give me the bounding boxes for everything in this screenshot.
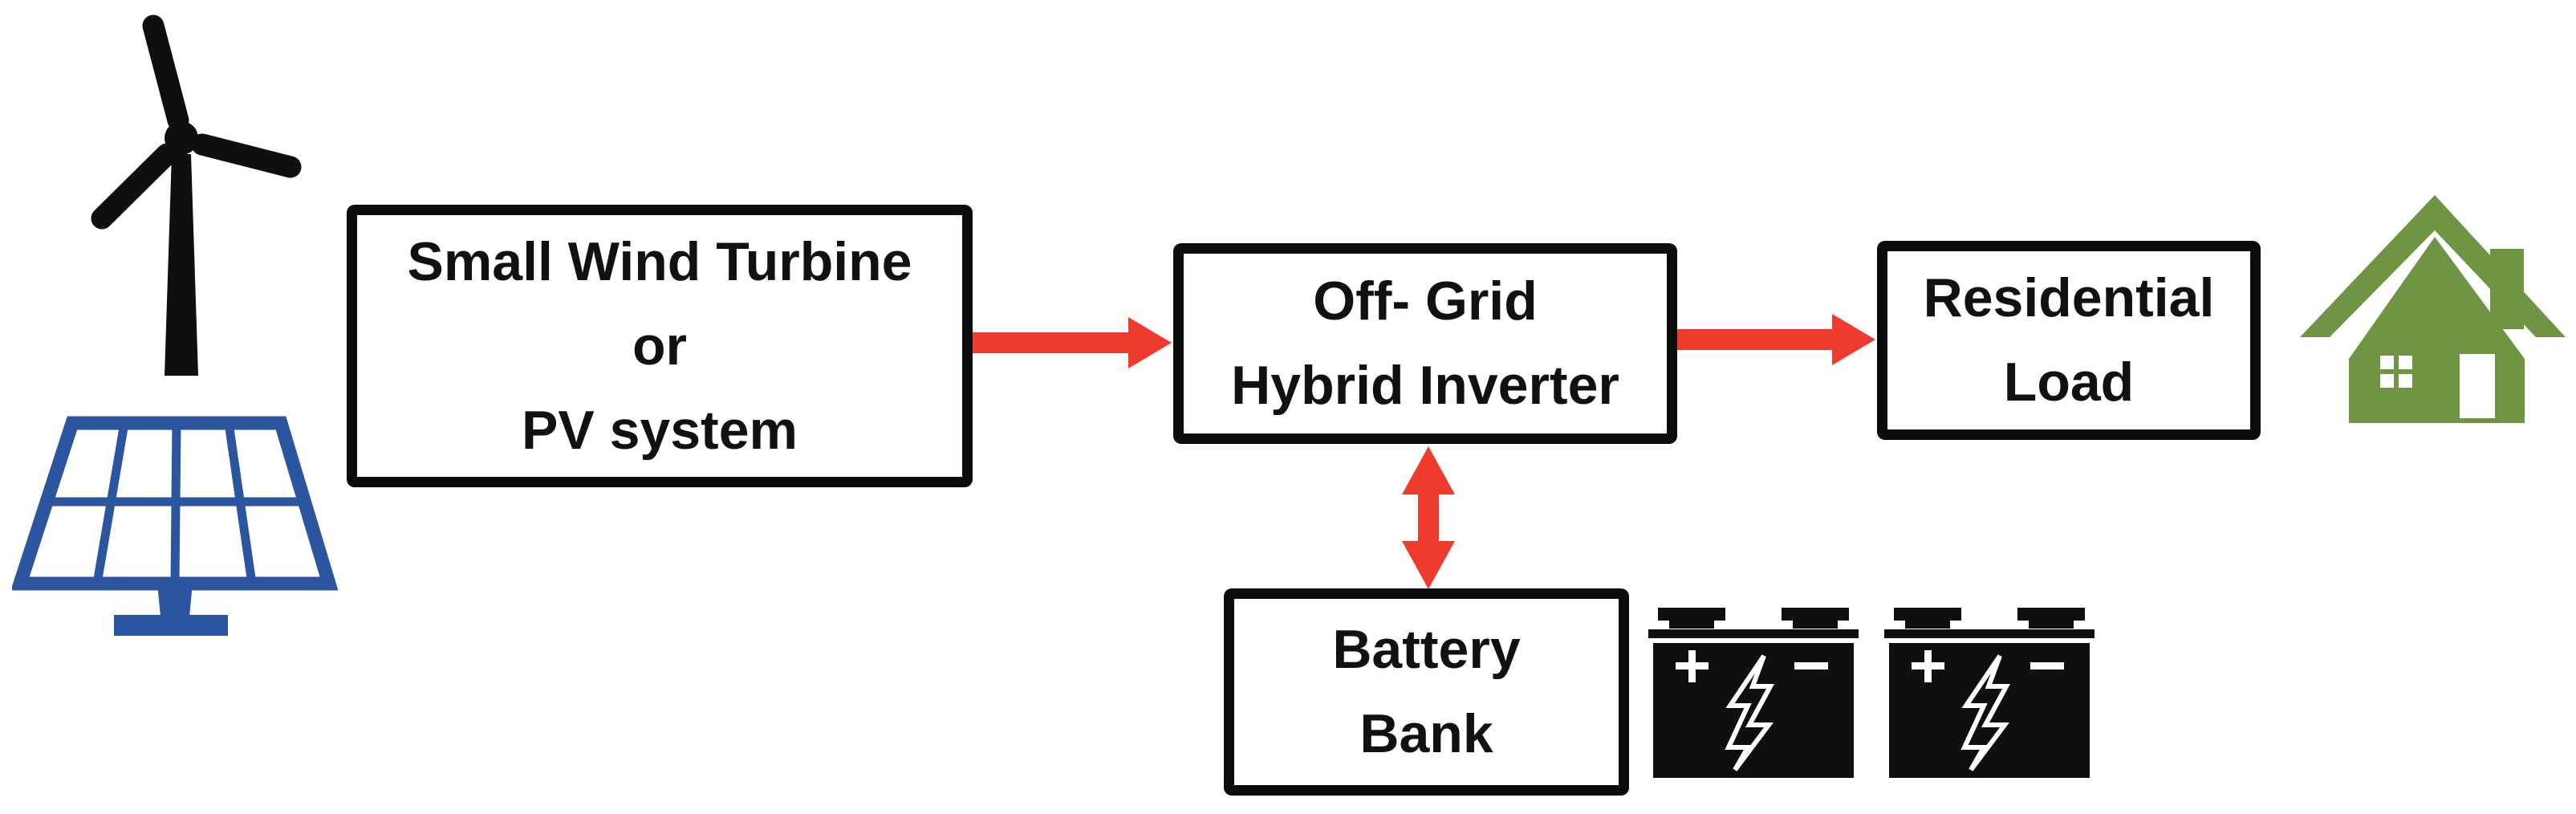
- turbine-blade-left: [91, 143, 178, 230]
- battery-box: Battery Bank: [1224, 588, 1629, 796]
- source-box-line: or: [632, 315, 687, 376]
- battery-icon: [1648, 608, 1859, 778]
- panel-stand: [157, 584, 193, 617]
- source-box-line: Small Wind Turbine: [407, 230, 912, 292]
- load-box-line: Load: [2003, 352, 2135, 413]
- house-icon: [2300, 195, 2566, 423]
- arrow-source-to-inverter-icon: [973, 317, 1172, 368]
- battery-bank-icons: [1648, 608, 2095, 778]
- battery-box-line: Bank: [1359, 703, 1493, 764]
- panel-base: [114, 615, 228, 636]
- solar-panel-icon: [12, 416, 339, 636]
- house-roof: [2300, 195, 2566, 337]
- arrow-inverter-battery-double-icon: [1402, 446, 1455, 589]
- arrow-inverter-to-load-icon: [1677, 314, 1875, 365]
- wind-turbine-icon: [91, 14, 302, 376]
- lightning-bolt-icon: [1725, 654, 1775, 771]
- load-box-line: Residential: [1923, 267, 2215, 328]
- turbine-blade-right: [191, 133, 302, 178]
- inverter-box-line: Hybrid Inverter: [1231, 355, 1619, 416]
- source-box-line: PV system: [522, 399, 798, 461]
- house-door: [2460, 354, 2495, 418]
- load-box: Residential Load: [1877, 241, 2261, 440]
- panel-frame: [12, 416, 339, 591]
- inverter-box: Off- Grid Hybrid Inverter: [1173, 243, 1677, 444]
- turbine-tower: [165, 154, 198, 376]
- source-box: Small Wind Turbine or PV system: [347, 205, 973, 487]
- inverter-box-line: Off- Grid: [1313, 271, 1538, 332]
- lightning-bolt-icon: [1960, 654, 2011, 771]
- battery-icon: [1884, 608, 2095, 778]
- turbine-hub: [165, 121, 198, 155]
- battery-box-line: Battery: [1332, 619, 1521, 680]
- turbine-blade-up: [142, 14, 189, 132]
